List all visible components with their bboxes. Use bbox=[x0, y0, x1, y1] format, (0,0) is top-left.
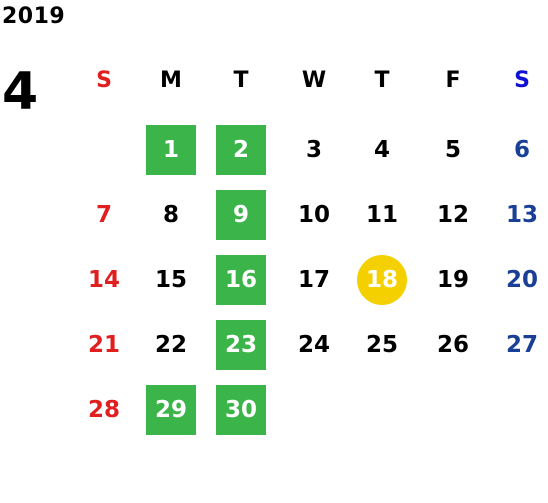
day-cell-14[interactable]: 14 bbox=[87, 267, 120, 293]
weekday-header-tue: T bbox=[233, 68, 249, 93]
day-cell-13[interactable]: 13 bbox=[505, 202, 538, 228]
day-cell-20[interactable]: 20 bbox=[505, 267, 538, 293]
month-number: 4 bbox=[2, 62, 39, 122]
day-cell-24[interactable]: 24 bbox=[297, 332, 330, 358]
day-cell-10[interactable]: 10 bbox=[297, 202, 330, 228]
day-cell-21[interactable]: 21 bbox=[87, 332, 120, 358]
day-cell-8[interactable]: 8 bbox=[162, 202, 179, 228]
weekday-header-mon: M bbox=[160, 68, 182, 93]
day-cell-11[interactable]: 11 bbox=[365, 202, 398, 228]
day-cell-27[interactable]: 27 bbox=[505, 332, 538, 358]
day-cell-23[interactable]: 23 bbox=[216, 320, 266, 370]
day-cell-22[interactable]: 22 bbox=[154, 332, 187, 358]
day-cell-17[interactable]: 17 bbox=[297, 267, 330, 293]
day-cell-6[interactable]: 6 bbox=[513, 137, 530, 163]
day-cell-2[interactable]: 2 bbox=[216, 125, 266, 175]
today-marker bbox=[357, 255, 407, 305]
day-cell-15[interactable]: 15 bbox=[154, 267, 187, 293]
day-number: 18 bbox=[365, 267, 398, 293]
day-cell-19[interactable]: 19 bbox=[436, 267, 469, 293]
day-cell-4[interactable]: 4 bbox=[373, 137, 390, 163]
day-cell-9[interactable]: 9 bbox=[216, 190, 266, 240]
day-cell-30[interactable]: 30 bbox=[216, 385, 266, 435]
day-cell-18[interactable]: 18 bbox=[357, 255, 407, 305]
year-label: 2019 bbox=[2, 4, 66, 29]
weekday-header-thu: T bbox=[374, 68, 390, 93]
day-cell-16[interactable]: 16 bbox=[216, 255, 266, 305]
day-cell-7[interactable]: 7 bbox=[95, 202, 112, 228]
weekday-header-sun: S bbox=[96, 68, 112, 93]
day-cell-26[interactable]: 26 bbox=[436, 332, 469, 358]
day-cell-5[interactable]: 5 bbox=[444, 137, 461, 163]
day-cell-25[interactable]: 25 bbox=[365, 332, 398, 358]
weekday-header-wed: W bbox=[301, 68, 327, 93]
weekday-header-fri: F bbox=[445, 68, 461, 93]
weekday-header-sat: S bbox=[514, 68, 530, 93]
day-cell-3[interactable]: 3 bbox=[305, 137, 322, 163]
day-cell-1[interactable]: 1 bbox=[146, 125, 196, 175]
day-cell-12[interactable]: 12 bbox=[436, 202, 469, 228]
day-cell-29[interactable]: 29 bbox=[146, 385, 196, 435]
day-cell-28[interactable]: 28 bbox=[87, 397, 120, 423]
